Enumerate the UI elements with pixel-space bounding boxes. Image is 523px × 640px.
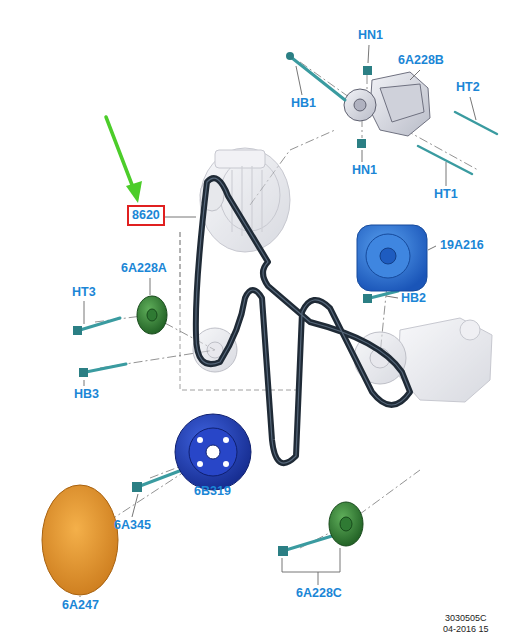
part-number: 6A228A	[121, 262, 167, 276]
part-number: HN1	[352, 164, 377, 178]
pointer-arrow	[106, 117, 142, 203]
part-number: 19A216	[440, 239, 484, 253]
part-number: 6A228C	[296, 587, 342, 601]
bolts	[73, 52, 497, 556]
callout-number: 8620	[132, 208, 160, 223]
damper-cover	[42, 485, 118, 595]
part-number: HT1	[434, 188, 458, 202]
water-pump-housing	[354, 318, 492, 402]
part-number: 6A247	[62, 599, 99, 613]
part-number: HB2	[401, 292, 426, 306]
part-number: HB3	[74, 388, 99, 402]
idler-pulley-lower	[329, 502, 363, 546]
drawing-reference: 3030505C	[445, 614, 487, 624]
part-number: HB1	[291, 97, 316, 111]
alternator	[200, 148, 290, 252]
part-number: 6A345	[114, 519, 151, 533]
pump-pulley	[357, 225, 427, 291]
part-number: 6A228B	[398, 54, 444, 68]
part-number: 6B319	[194, 485, 231, 499]
belt-tensioner	[344, 72, 430, 136]
part-number: HT2	[456, 81, 480, 95]
crankshaft-pulley	[175, 414, 251, 490]
axis-lines	[80, 62, 478, 548]
idler-pulley	[137, 296, 167, 334]
part-number: HT3	[72, 286, 96, 300]
leader-lines	[80, 45, 476, 597]
callout-box: 8620	[127, 205, 165, 226]
drawing-reference: 04-2016 15	[443, 625, 489, 635]
part-number: HN1	[358, 29, 383, 43]
